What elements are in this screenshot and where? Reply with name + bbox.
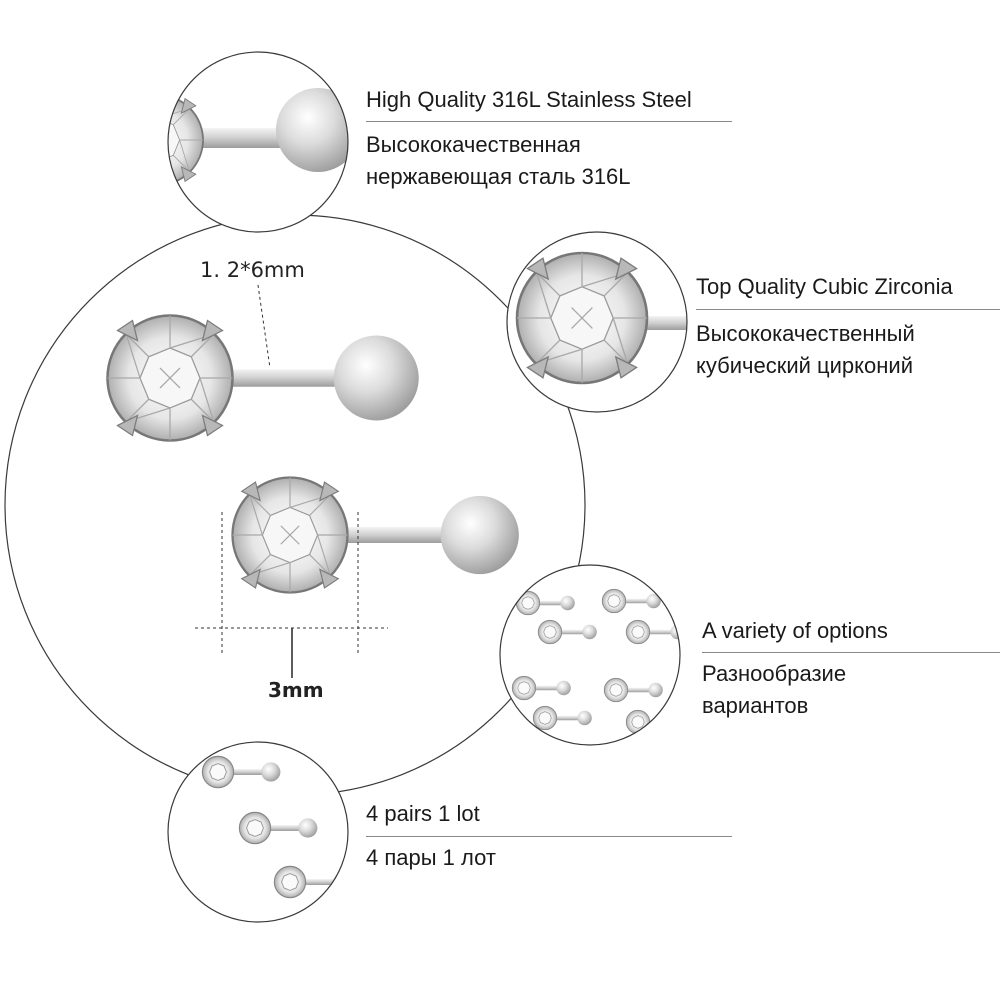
feature-pairs-title: 4 pairs 1 lot	[366, 801, 480, 826]
feature-pairs-divider	[366, 836, 732, 837]
feature-steel-subtitle: Высококачественная нержавеющая сталь 316…	[366, 132, 631, 189]
feature-pairs-subtitle: 4 пары 1 лот	[366, 845, 496, 870]
gem-dimension-label: 3mm	[268, 678, 324, 702]
steel-detail-circle	[167, 51, 349, 233]
feature-zirconia-divider	[696, 309, 1000, 310]
feature-steel-divider	[366, 121, 732, 122]
feature-options-subtitle: Разнообразие вариантов	[702, 661, 847, 718]
bar-dimension-label: 1. 2*6mm	[200, 258, 305, 282]
pairs-detail-circle	[167, 741, 349, 923]
feature-options-title: A variety of options	[702, 618, 888, 643]
feature-steel-title: High Quality 316L Stainless Steel	[366, 87, 692, 112]
feature-zirconia-subtitle: Высококачественный кубический цирконий	[696, 321, 915, 378]
zirconia-detail-circle	[506, 231, 688, 413]
bar-dimension-marker	[257, 284, 271, 369]
options-detail-circle	[499, 564, 681, 746]
feature-zirconia-title: Top Quality Cubic Zirconia	[696, 274, 953, 299]
feature-options-divider	[702, 652, 1000, 653]
gem-dimension-marker	[195, 512, 388, 678]
